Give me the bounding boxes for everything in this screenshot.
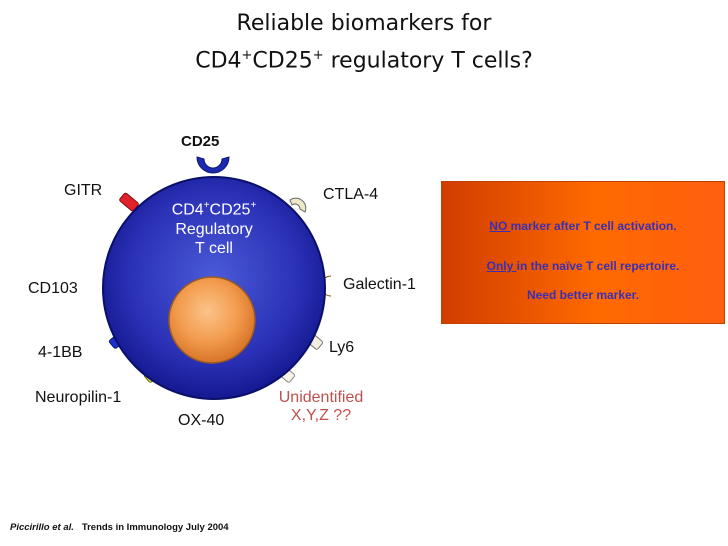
cd25-label: CD25 [181,133,220,150]
4-1bb-label: 4-1BB [38,344,83,361]
citation: Piccirillo et al. Trends in Immunology J… [10,522,229,533]
info-line-3: Need better marker. [526,288,640,302]
cell-nucleus [168,276,256,364]
ox40-label: OX-40 [178,412,225,429]
info-box: NO marker after T cell activation. Only … [441,181,725,324]
galectin1-label: Galectin-1 [343,276,416,293]
cd25-receptor-icon [196,156,230,174]
citation-journal: Trends in Immunology July 2004 [81,522,229,533]
ctla4-label: CTLA-4 [323,186,379,203]
ctla4-receptor-icon [289,197,307,213]
title-line-2: CD4+CD25+ regulatory T cells? [195,48,533,74]
gitr-label: GITR [64,182,103,199]
cell-label-line-3: T cell [195,240,233,257]
cell-label-line-1: CD4+CD25+ [171,200,257,219]
unidentified-line-1: Unidentified [278,389,364,406]
info-line-2: Only in the naïve T cell repertoire. [486,259,680,273]
cd103-label: CD103 [28,280,78,297]
unidentified-label: Unidentified X,Y,Z ?? [262,389,380,425]
citation-authors: Piccirillo et al. [10,522,74,533]
unidentified-line-2: X,Y,Z ?? [290,407,352,424]
info-line-1: NO marker after T cell activation. [489,219,677,233]
slide-title: Reliable biomarkers for CD4+CD25+ regula… [0,8,728,77]
cell-label-line-2: Regulatory [175,221,253,238]
title-line-1: Reliable biomarkers for [236,11,492,36]
neuropilin1-label: Neuropilin-1 [35,389,122,406]
ly6-label: Ly6 [329,339,355,356]
